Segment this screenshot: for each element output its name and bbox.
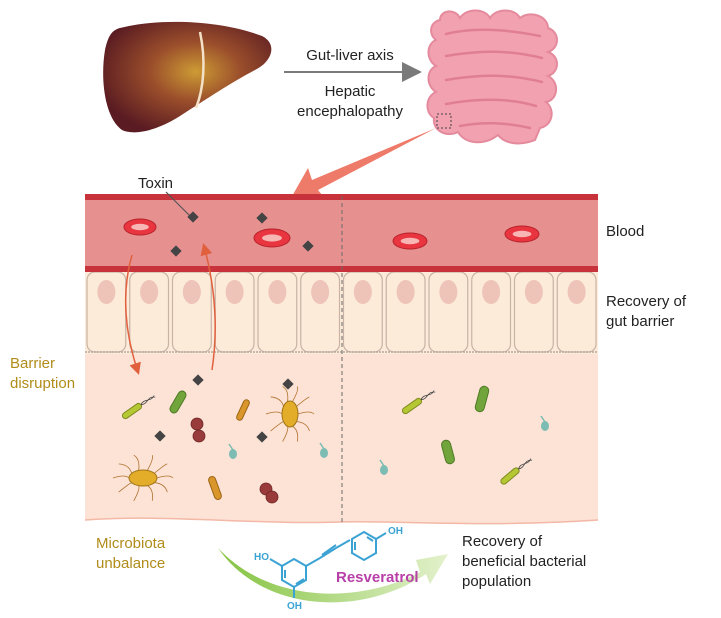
epithelial-cell [300, 271, 341, 353]
bacterium [441, 439, 455, 465]
oh-left-label: HO [254, 552, 269, 563]
zoom-arrow [291, 128, 436, 200]
red-blood-cell [123, 218, 157, 236]
epithelial-cell [428, 271, 469, 353]
cell-nucleus [268, 280, 287, 304]
toxin-particle [192, 374, 204, 386]
liver-illustration [103, 21, 272, 133]
epithelial-cell [171, 271, 212, 353]
resveratrol-molecule [269, 530, 387, 598]
oh-bottom-label: OH [287, 601, 302, 612]
red-blood-cell [504, 225, 540, 243]
epithelial-cell [513, 271, 554, 353]
coccus-bacterium [192, 429, 206, 443]
blood-label: Blood [606, 223, 644, 240]
epithelial-cell [471, 271, 512, 353]
resveratrol-label: Resveratrol [336, 569, 419, 586]
epithelial-cell [342, 271, 383, 353]
recovery-barrier-line2: gut barrier [606, 313, 674, 330]
intestine-illustration [426, 9, 558, 145]
microbiota-line1: Microbiota [96, 535, 166, 552]
recovery-bacteria-line3: population [462, 573, 531, 590]
small-bacterium [540, 415, 549, 431]
recovery-arrow [218, 548, 448, 603]
toxin-particle [170, 245, 182, 257]
epithelial-cell [556, 271, 597, 353]
epithelial-cell [129, 271, 170, 353]
bacterium [121, 395, 156, 420]
recovery-bacteria-line2: beneficial bacterial [462, 553, 586, 570]
cell-nucleus [439, 280, 458, 304]
epithelial-cell [86, 271, 127, 353]
bacterium [401, 390, 436, 415]
bacterium [474, 385, 490, 413]
cell-nucleus [97, 280, 116, 304]
barrier-disruption-line1: Barrier [10, 355, 55, 372]
gut-liver-axis-label: Gut-liver axis [306, 47, 394, 64]
toxin-particle [154, 430, 166, 442]
barrier-disruption-line2: disruption [10, 375, 75, 392]
small-bacterium [379, 459, 388, 475]
cell-nucleus [225, 280, 244, 304]
zoom-region-marker [436, 113, 452, 129]
cell-nucleus [482, 280, 501, 304]
small-bacterium [319, 442, 328, 458]
toxins [154, 211, 314, 443]
coccus-bacterium [190, 417, 204, 431]
flagellated-bacterium [112, 454, 174, 502]
toxin-particle [282, 378, 294, 390]
hepatic-label-line2: encephalopathy [297, 103, 403, 120]
coccus-bacterium [265, 490, 279, 504]
cell-nucleus [396, 280, 415, 304]
bacterium [169, 390, 187, 414]
toxin-particle [302, 240, 314, 252]
cell-nucleus [567, 280, 586, 304]
toxin-pointer [165, 191, 191, 217]
cell-nucleus [353, 280, 372, 304]
recovery-barrier-line1: Recovery of [606, 293, 687, 310]
bacteria [112, 385, 549, 504]
oh-top-label: OH [388, 526, 403, 537]
bacterium [236, 399, 250, 421]
flagellated-bacterium [265, 386, 315, 442]
small-bacterium [228, 443, 237, 459]
microbiota-line2: unbalance [96, 555, 165, 572]
epithelial-cell [257, 271, 298, 353]
bacterium [208, 476, 222, 500]
red-blood-cells [123, 218, 540, 250]
cell-nucleus [524, 280, 543, 304]
cell-nucleus [182, 280, 201, 304]
epithelial-cell [214, 271, 255, 353]
cell-nucleus [311, 280, 330, 304]
red-blood-cell [392, 232, 428, 250]
toxin-particle [187, 211, 199, 223]
toxin-label: Toxin [138, 175, 173, 192]
bacterium [500, 458, 533, 485]
recovery-bacteria-line1: Recovery of [462, 533, 543, 550]
toxin-particle [256, 431, 268, 443]
epithelial-cell [385, 271, 426, 353]
barrier-disruption-arrow-up [200, 243, 217, 371]
toxin-particle [256, 212, 268, 224]
red-blood-cell [253, 228, 291, 248]
cell-nucleus [140, 280, 159, 304]
barrier-disruption-arrow-down [125, 254, 141, 375]
hepatic-label-line1: Hepatic [325, 83, 376, 100]
